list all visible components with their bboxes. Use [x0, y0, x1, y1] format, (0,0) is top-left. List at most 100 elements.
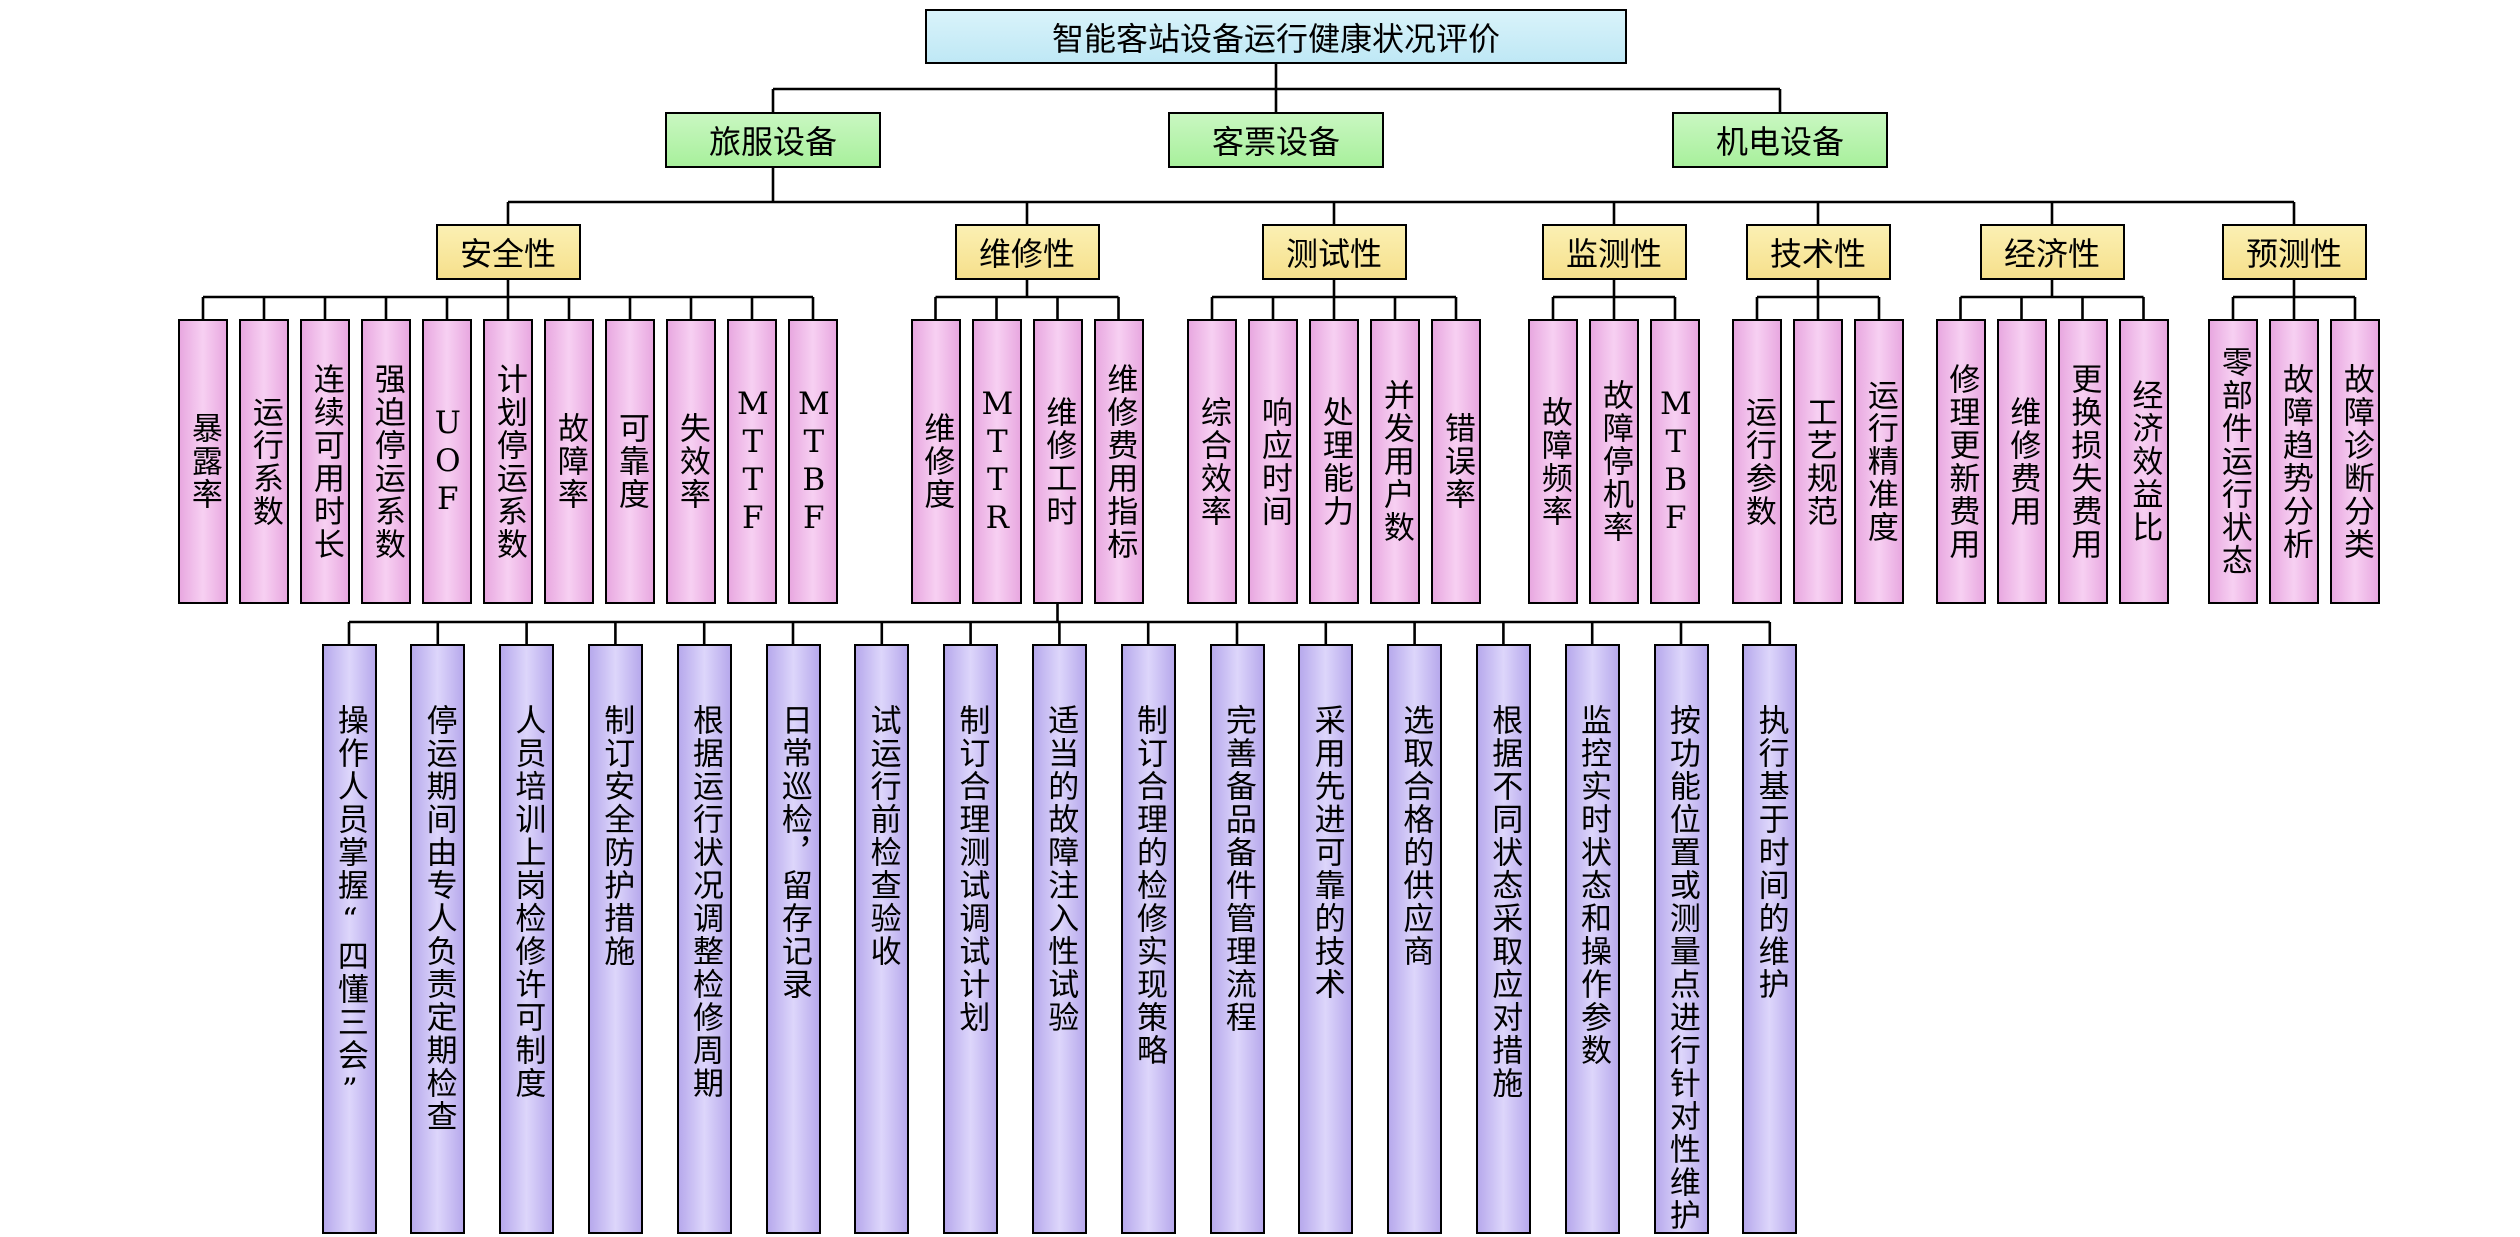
indicator-node-6-1-label: 故障趋势分析	[2276, 362, 2313, 561]
indicator-node-3-2: MTBF	[1650, 319, 1700, 604]
indicator-node-3-2-label: MTBF	[1657, 385, 1694, 538]
indicator-node-0-1: 运行系数	[239, 319, 289, 604]
measure-node-5-label: 日常巡检，留存记录	[775, 704, 812, 1001]
category-node-kepiao: 客票设备	[1168, 112, 1384, 168]
indicator-node-0-4: UOF	[422, 319, 472, 604]
measure-node-15-label: 按功能位置或测量点进行针对性维护	[1663, 704, 1700, 1232]
indicator-node-0-3-label: 强迫停运系数	[368, 362, 405, 561]
indicator-node-0-8-label: 失效率	[673, 412, 710, 511]
indicator-node-1-0: 维修度	[910, 319, 961, 604]
indicator-node-0-2-label: 连续可用时长	[307, 362, 344, 561]
category-node-jidian: 机电设备	[1672, 112, 1888, 168]
measure-node-6: 试运行前检查验收	[854, 644, 910, 1234]
indicator-node-0-1-label: 运行系数	[246, 395, 283, 528]
attribute-node-1: 维修性	[954, 224, 1100, 280]
indicator-node-0-9-label: MTTF	[734, 385, 771, 538]
indicator-node-5-1-label: 维修费用	[2004, 395, 2041, 528]
measure-node-11: 采用先进可靠的技术	[1298, 644, 1354, 1234]
measure-node-9-label: 制订合理的检修实现策略	[1131, 704, 1167, 1067]
indicator-node-5-0: 修理更新费用	[1935, 319, 1986, 604]
measure-node-3: 制订安全防护措施	[587, 644, 643, 1234]
indicator-node-5-2: 更换损失费用	[2057, 319, 2108, 604]
indicator-node-2-2: 处理能力	[1309, 319, 1359, 604]
measure-node-12: 选取合格的供应商	[1387, 644, 1443, 1234]
indicator-node-0-2: 连续可用时长	[300, 319, 350, 604]
measure-node-11-label: 采用先进可靠的技术	[1308, 704, 1345, 1001]
indicator-node-1-1-label: MTTR	[979, 385, 1016, 538]
indicator-node-4-2: 运行精准度	[1854, 319, 1904, 604]
measure-node-7: 制订合理测试调试计划	[943, 644, 999, 1234]
measure-node-10: 完善备品备件管理流程	[1209, 644, 1265, 1234]
measure-node-16-label: 执行基于时间的维护	[1752, 704, 1789, 1001]
indicator-node-0-9: MTTF	[727, 319, 777, 604]
measure-node-10-label: 完善备品备件管理流程	[1219, 704, 1256, 1034]
indicator-node-0-0: 暴露率	[178, 319, 228, 604]
indicator-node-2-1-label: 响应时间	[1255, 395, 1292, 528]
indicator-node-0-10-label: MTBF	[795, 385, 832, 538]
attribute-node-2: 测试性	[1261, 224, 1407, 280]
indicator-node-2-3: 并发用户数	[1370, 319, 1420, 604]
measure-node-13: 根据不同状态采取应对措施	[1475, 644, 1531, 1234]
indicator-node-4-1-label: 工艺规范	[1800, 395, 1837, 528]
measure-node-5: 日常巡检，留存记录	[765, 644, 821, 1234]
indicator-node-0-6: 故障率	[544, 319, 594, 604]
indicator-node-6-2-label: 故障诊断分类	[2337, 362, 2374, 561]
indicator-node-0-0-label: 暴露率	[185, 412, 222, 511]
indicator-node-5-0-label: 修理更新费用	[1943, 362, 1980, 561]
indicator-node-2-1: 响应时间	[1248, 319, 1298, 604]
category-node-lvfu: 旅服设备	[665, 112, 881, 168]
indicator-node-4-0-label: 运行参数	[1739, 395, 1776, 528]
measure-node-6-label: 试运行前检查验收	[864, 704, 901, 968]
indicator-node-1-3: 维修费用指标	[1093, 319, 1144, 604]
measure-node-2: 人员培训上岗检修许可制度	[499, 644, 555, 1234]
indicator-node-3-0-label: 故障频率	[1535, 395, 1572, 528]
indicator-node-2-0-label: 综合效率	[1194, 395, 1231, 528]
indicator-node-3-1-label: 故障停机率	[1596, 379, 1633, 544]
measure-node-4: 根据运行状况调整检修周期	[676, 644, 732, 1234]
indicator-node-0-3: 强迫停运系数	[361, 319, 411, 604]
indicator-node-6-1: 故障趋势分析	[2269, 319, 2319, 604]
indicator-node-0-6-label: 故障率	[551, 412, 588, 511]
attribute-node-6: 预测性	[2221, 224, 2367, 280]
indicator-node-0-10: MTBF	[788, 319, 838, 604]
indicator-node-0-5-label: 计划停运系数	[490, 362, 527, 561]
indicator-node-2-2-label: 处理能力	[1316, 395, 1353, 528]
measure-node-2-label: 人员培训上岗检修许可制度	[509, 704, 546, 1100]
measure-node-7-label: 制订合理测试调试计划	[953, 704, 990, 1034]
indicator-node-4-0: 运行参数	[1732, 319, 1782, 604]
indicator-node-2-0: 综合效率	[1187, 319, 1237, 604]
indicator-node-6-2: 故障诊断分类	[2330, 319, 2380, 604]
measure-node-14-label: 监控实时状态和操作参数	[1575, 704, 1611, 1067]
indicator-node-6-0-label: 零部件运行状态	[2215, 346, 2252, 577]
measure-node-8-label: 适当的故障注入性试验	[1042, 704, 1079, 1034]
measure-node-9: 制订合理的检修实现策略	[1120, 644, 1176, 1234]
indicator-node-1-0-label: 维修度	[918, 412, 955, 511]
indicator-node-0-8: 失效率	[666, 319, 716, 604]
measure-node-12-label: 选取合格的供应商	[1397, 704, 1434, 968]
indicator-node-5-3: 经济效益比	[2118, 319, 2169, 604]
measure-node-8: 适当的故障注入性试验	[1031, 644, 1087, 1234]
measure-node-3-label: 制订安全防护措施	[598, 704, 635, 968]
root-node: 智能客站设备运行健康状况评价	[925, 9, 1627, 64]
indicator-node-5-2-label: 更换损失费用	[2065, 362, 2102, 561]
indicator-node-1-1: MTTR	[971, 319, 1022, 604]
indicator-node-0-7: 可靠度	[605, 319, 655, 604]
measure-node-13-label: 根据不同状态采取应对措施	[1486, 704, 1523, 1100]
attribute-node-3: 监测性	[1541, 224, 1687, 280]
indicator-node-1-3-label: 维修费用指标	[1101, 362, 1138, 561]
indicator-node-1-2-label: 维修工时	[1040, 395, 1077, 528]
indicator-node-0-5: 计划停运系数	[483, 319, 533, 604]
indicator-node-2-3-label: 并发用户数	[1377, 379, 1414, 544]
measure-node-14: 监控实时状态和操作参数	[1564, 644, 1620, 1234]
indicator-node-5-3-label: 经济效益比	[2126, 379, 2163, 544]
indicator-node-2-4: 错误率	[1431, 319, 1481, 604]
measure-node-15: 按功能位置或测量点进行针对性维护	[1653, 644, 1709, 1234]
indicator-node-5-1: 维修费用	[1996, 319, 2047, 604]
indicator-node-0-4-label: UOF	[429, 404, 466, 519]
measure-node-4-label: 根据运行状况调整检修周期	[687, 704, 723, 1100]
measure-node-0-label: 操作人员掌握“四懂三会”	[331, 704, 368, 1110]
measure-node-1-label: 停运期间由专人负责定期检查	[420, 704, 457, 1133]
measure-node-16: 执行基于时间的维护	[1742, 644, 1798, 1234]
